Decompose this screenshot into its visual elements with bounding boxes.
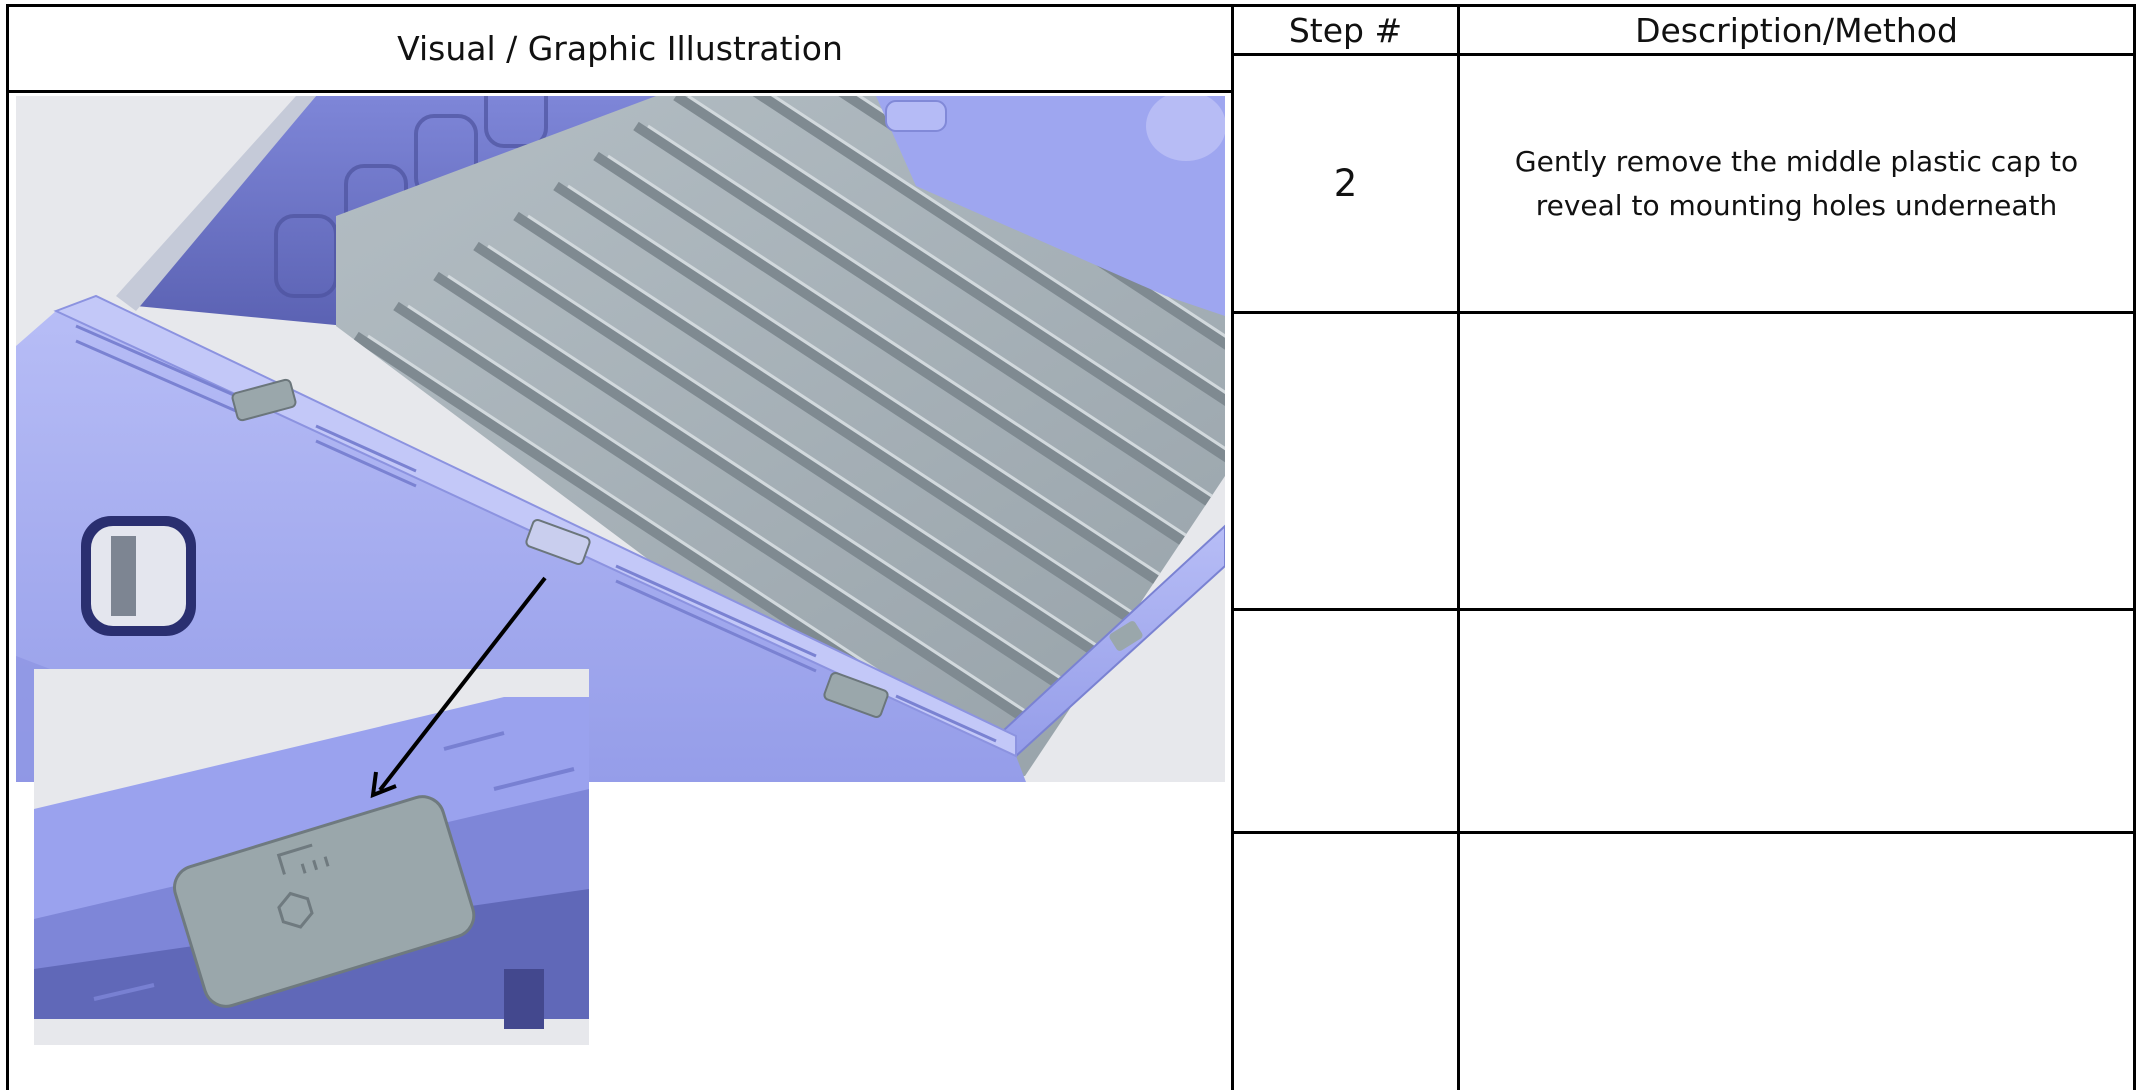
- row-divider-1: [1231, 311, 2136, 314]
- table-top-border: [6, 4, 2136, 7]
- table-left-border: [6, 4, 9, 1090]
- step-description: Gently remove the middle plastic cap to …: [1514, 144, 2079, 222]
- visual-column-header: Visual / Graphic Illustration: [397, 29, 843, 68]
- truck-bed-render: [16, 96, 1225, 782]
- row-divider-3: [1231, 831, 2136, 834]
- visual-header-underline: [6, 90, 1233, 93]
- steps-header-underline: [1231, 53, 2136, 56]
- step-number: 2: [1333, 162, 1358, 205]
- description-column-header: Description/Method: [1635, 10, 1958, 50]
- table-right-border: [2133, 4, 2136, 1090]
- step-column-header: Step #: [1288, 10, 1403, 50]
- row-divider-2: [1231, 608, 2136, 611]
- visual-step-divider: [1231, 4, 1234, 1090]
- step-description-divider: [1457, 4, 1460, 1090]
- plastic-cap-closeup: [34, 669, 589, 1045]
